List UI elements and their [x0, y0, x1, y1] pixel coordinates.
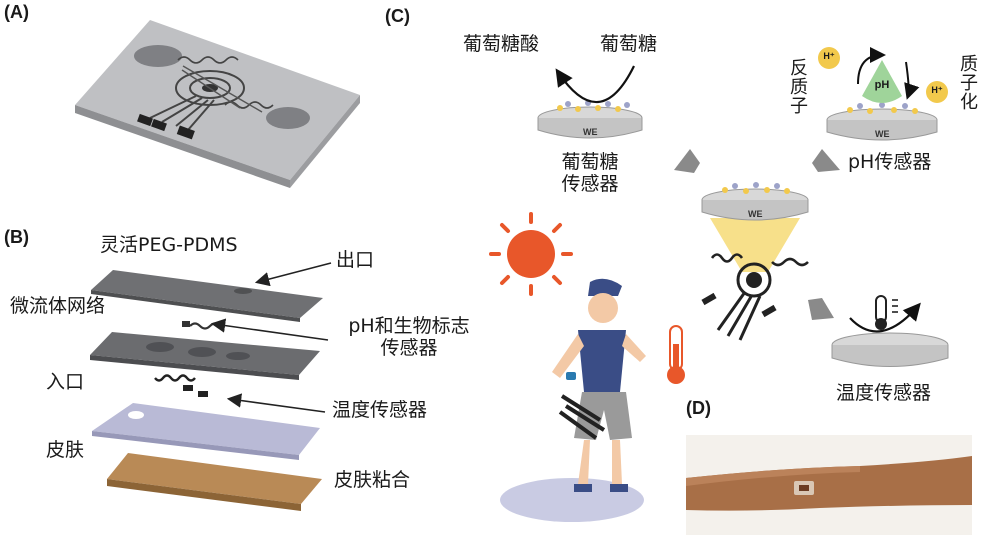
layer-stack [90, 270, 323, 511]
label-ph-bubble: pH [874, 79, 890, 91]
label-ph-bio-line1: pH和生物标志 [348, 315, 470, 337]
arm-photo [686, 435, 972, 535]
label-h-plus-right: H⁺ [931, 85, 943, 95]
panel-label-a: (A) [4, 2, 29, 22]
label-outlet: 出口 [336, 249, 375, 271]
label-temp-sensor-c: 温度传感器 [836, 382, 932, 404]
temperature-electrode [831, 295, 949, 367]
label-ph-sensor: pH传感器 [848, 151, 932, 173]
thermometer [667, 325, 685, 384]
sun [489, 212, 573, 296]
label-protonation: 质子化 [957, 54, 978, 111]
label-skin-adhesive: 皮肤粘合 [334, 469, 411, 491]
label-top-layer: 灵活PEG-PDMS [100, 234, 238, 256]
label-ph-bio-line2: 传感器 [380, 336, 438, 359]
glucose-electrode: WE [537, 65, 643, 139]
label-glucose-sensor-line1: 葡萄糖 [561, 151, 619, 173]
panel-label-d: (D) [686, 398, 711, 418]
svg-text:WE: WE [583, 127, 598, 137]
panel-label-c: (C) [385, 6, 410, 26]
label-ph-bio: pH和生物标志 传感器 [334, 315, 484, 360]
label-glucose-sensor-line2: 传感器 [561, 172, 619, 195]
panel-label-b: (B) [4, 227, 29, 247]
device-chip [75, 20, 360, 188]
label-h-plus-left: H⁺ [823, 51, 835, 61]
ph-electrode: WE [818, 47, 948, 141]
label-inlet: 入口 [46, 371, 85, 393]
central-device: WE [701, 182, 809, 341]
svg-text:WE: WE [875, 129, 890, 139]
label-anti-proton: 反质子 [787, 58, 808, 115]
label-skin: 皮肤 [46, 439, 85, 461]
person [500, 278, 646, 522]
label-glucose: 葡萄糖 [600, 33, 658, 55]
label-microfluidic: 微流体网络 [10, 295, 106, 317]
label-glucose-sensor: 葡萄糖 传感器 [540, 151, 640, 196]
label-gluconic-acid: 葡萄糖酸 [463, 33, 540, 55]
label-temp-sensor-b: 温度传感器 [332, 399, 428, 421]
svg-text:WE: WE [748, 209, 763, 219]
